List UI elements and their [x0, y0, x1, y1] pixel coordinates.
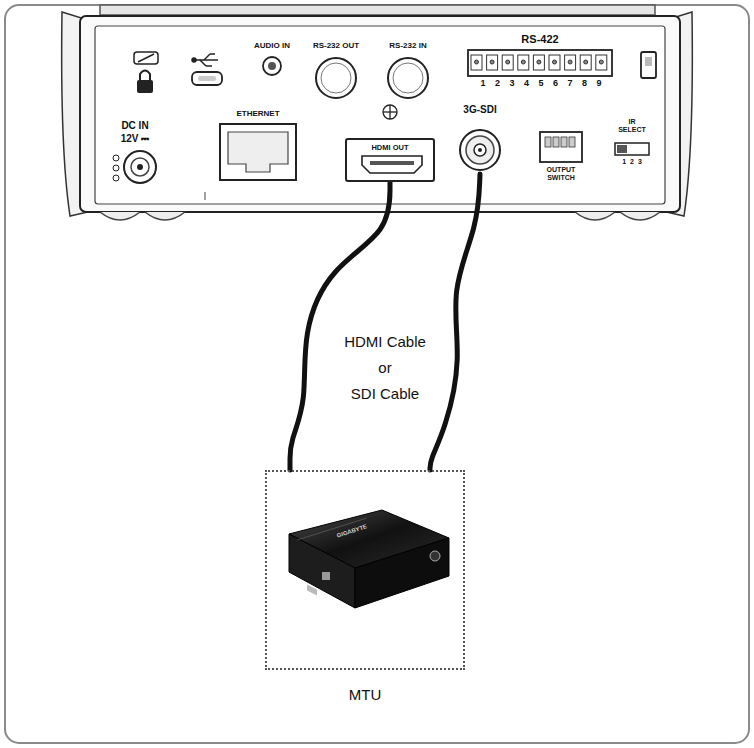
- cable-label: or: [378, 360, 391, 377]
- terminal-screw: [537, 60, 541, 64]
- port-label: DC IN: [121, 120, 148, 131]
- terminal-pin: [565, 55, 576, 70]
- cable: [430, 174, 480, 470]
- cable: [290, 182, 390, 470]
- port-label: RS-422: [521, 33, 558, 45]
- terminal-pin: [471, 55, 482, 70]
- terminal-pin: [502, 55, 513, 70]
- terminal-pin: [533, 55, 544, 70]
- port-label: RS-232 OUT: [313, 42, 359, 51]
- port-label: 12V ⎓: [121, 133, 150, 144]
- port-label: RS-232 IN: [389, 42, 426, 51]
- node-label: 3G-SDI: [452, 104, 508, 115]
- sdi-port: 3G-SDI: [452, 104, 508, 174]
- hdmi-port: HDMI OUT: [345, 138, 435, 182]
- terminal-pin: [518, 55, 529, 70]
- cable-label: SDI Cable: [351, 386, 419, 403]
- port-label: IR SELECT: [618, 118, 646, 133]
- cable-label: HDMI Cable: [344, 334, 426, 351]
- terminal-screw: [490, 60, 494, 64]
- terminal-pin: [549, 55, 560, 70]
- node-label: MTU: [267, 686, 463, 703]
- terminal-screw: [584, 60, 588, 64]
- terminal-screw: [521, 60, 525, 64]
- port-label: 1 2 3 4 5 6 7 8 9: [480, 79, 601, 89]
- terminal-screw: [568, 60, 572, 64]
- terminal-pin: [580, 55, 591, 70]
- terminal-screw: [553, 60, 557, 64]
- mtu-box: MTU: [265, 470, 465, 670]
- terminal-screw: [475, 60, 479, 64]
- terminal-pin: [596, 55, 607, 70]
- terminal-pin: [487, 55, 498, 70]
- port-label: OUTPUT SWITCH: [547, 166, 576, 181]
- port-label: ETHERNET: [236, 110, 279, 119]
- terminal-screw: [506, 60, 510, 64]
- node-label: HDMI OUT: [347, 140, 433, 152]
- port-label: 1 2 3: [622, 158, 642, 166]
- port-label: AUDIO IN: [254, 42, 290, 51]
- terminal-screw: [599, 60, 603, 64]
- mini-pc-illustration: [267, 472, 467, 672]
